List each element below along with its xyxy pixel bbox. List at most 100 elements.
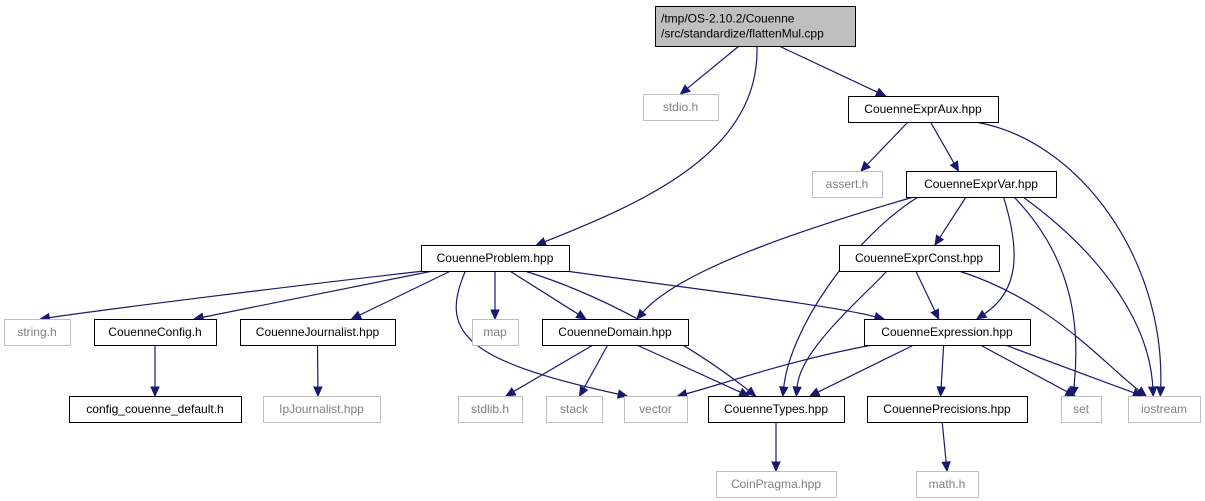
node-precisions[interactable]: CouennePrecisions.hpp [867, 396, 1028, 423]
node-label-exprConst: CouenneExprConst.hpp [855, 251, 983, 265]
node-vector: vector [624, 396, 688, 423]
arrowhead-exprVar-to-types [779, 386, 789, 398]
node-coinPragma: CoinPragma.hpp [716, 471, 837, 498]
node-box-stack [546, 396, 603, 423]
node-box-math [916, 471, 979, 498]
edge-domain-to-types [636, 344, 741, 393]
edge-exprVar-to-types [783, 196, 919, 388]
node-label-precisions: CouennePrecisions.hpp [883, 402, 1011, 416]
edge-exprAux-to-iostream [975, 121, 1162, 388]
node-label-ipJournalist: IpJournalist.hpp [279, 402, 364, 416]
node-exprConst[interactable]: CouenneExprConst.hpp [839, 245, 1000, 272]
arrowhead-expression-to-types [808, 387, 821, 397]
node-box-exprVar [906, 171, 1057, 198]
node-label-coinPragma: CoinPragma.hpp [731, 477, 821, 491]
arrowhead-problem-to-map [490, 309, 500, 321]
edge-problem-to-domain [509, 270, 579, 315]
node-box-stdlib [458, 396, 523, 423]
node-expression[interactable]: CouenneExpression.hpp [864, 319, 1031, 346]
arrowhead-problem-to-domain [575, 309, 587, 320]
edge-domain-to-stdlib [513, 344, 594, 392]
arrowhead-expression-to-set [1064, 387, 1077, 397]
edge-exprVar-to-expression [984, 196, 1015, 315]
node-label-math: math.h [929, 477, 966, 491]
node-root[interactable]: /tmp/OS-2.10.2/Couenne/src/standardize/f… [655, 6, 856, 47]
node-set: set [1061, 396, 1102, 423]
edge-domain-to-stack [583, 344, 609, 389]
node-box-expression [864, 319, 1031, 346]
node-types[interactable]: CouenneTypes.hpp [708, 396, 845, 423]
arrowhead-domain-to-stack [579, 385, 589, 398]
node-stdio: stdio.h [643, 94, 719, 121]
edge-root-to-exprAux [778, 45, 878, 93]
node-map: map [472, 319, 519, 346]
node-label-exprAux: CouenneExprAux.hpp [864, 102, 982, 116]
edge-exprVar-to-domain [642, 196, 914, 313]
node-stdlib: stdlib.h [458, 396, 523, 423]
node-journalist[interactable]: CouenneJournalist.hpp [240, 319, 396, 346]
edge-exprAux-to-assert [866, 121, 909, 165]
node-box-root [655, 6, 856, 47]
node-label-domain: CouenneDomain.hpp [558, 325, 672, 339]
arrowhead-expression-to-precisions [936, 386, 946, 398]
node-label-stdlib: stdlib.h [471, 402, 509, 416]
node-label-stack: stack [560, 402, 589, 416]
node-box-map [472, 319, 519, 346]
edge-expression-to-iostream [1004, 344, 1135, 394]
node-box-precisions [867, 396, 1028, 423]
node-label-stdio: stdio.h [663, 100, 698, 114]
node-box-config [94, 319, 217, 346]
edge-precisions-to-math [941, 421, 947, 463]
node-box-assert [812, 171, 883, 198]
node-box-domain [542, 319, 689, 346]
node-exprAux[interactable]: CouenneExprAux.hpp [848, 96, 999, 123]
edge-expression-to-set [979, 344, 1068, 393]
node-configDefault[interactable]: config_couenne_default.h [69, 396, 242, 423]
node-box-configDefault [69, 396, 242, 423]
arrowhead-precisions-to-math [941, 461, 951, 473]
node-label-iostream: iostream [1141, 402, 1187, 416]
arrowhead-exprAux-to-assert [860, 160, 872, 172]
node-box-exprAux [848, 96, 999, 123]
node-config[interactable]: CouenneConfig.h [94, 319, 217, 346]
arrowhead-root-to-problem [535, 237, 548, 246]
arrowhead-journalist-to-ipJournalist [313, 386, 323, 398]
node-box-journalist [240, 319, 396, 346]
node-label-configDefault: config_couenne_default.h [86, 402, 223, 416]
node-box-set [1061, 396, 1102, 423]
node-math: math.h [916, 471, 979, 498]
edge-problem-to-expression [565, 270, 876, 318]
node-label-root-line-1: /src/standardize/flattenMul.cpp [661, 27, 824, 41]
edge-exprVar-to-set [1013, 196, 1077, 388]
node-box-stdio [643, 94, 719, 121]
edge-exprConst-to-types [796, 270, 888, 388]
edge-exprVar-to-iostream [1022, 196, 1154, 388]
node-box-ipJournalist [263, 396, 381, 423]
node-label-problem: CouenneProblem.hpp [437, 251, 554, 265]
node-box-exprConst [839, 245, 1000, 272]
arrowhead-problem-to-journalist [350, 310, 363, 320]
edge-exprVar-to-exprConst [939, 196, 967, 238]
node-label-set: set [1073, 402, 1090, 416]
edge-problem-to-config [202, 270, 433, 318]
node-domain[interactable]: CouenneDomain.hpp [542, 319, 689, 346]
arrowhead-exprVar-to-iostream [1147, 386, 1158, 398]
node-box-vector [624, 396, 688, 423]
edge-expression-to-types [817, 344, 915, 393]
edge-problem-to-journalist [359, 270, 451, 316]
arrowhead-problem-to-types [745, 386, 757, 397]
arrowhead-root-to-stdio [679, 84, 691, 95]
node-problem[interactable]: CouenneProblem.hpp [421, 245, 570, 272]
node-label-journalist: CouenneJournalist.hpp [256, 325, 380, 339]
node-label-root-line-0: /tmp/OS-2.10.2/Couenne [661, 12, 795, 26]
node-label-map: map [483, 325, 507, 339]
edge-exprConst-to-expression [915, 270, 936, 312]
node-exprVar[interactable]: CouenneExprVar.hpp [906, 171, 1057, 198]
node-label-vector: vector [639, 402, 672, 416]
edge-exprAux-to-exprVar [929, 121, 955, 164]
edge-expression-to-vector [686, 344, 873, 395]
node-string: string.h [4, 319, 71, 346]
arrowhead-exprVar-to-exprConst [934, 234, 945, 247]
node-stack: stack [546, 396, 603, 423]
